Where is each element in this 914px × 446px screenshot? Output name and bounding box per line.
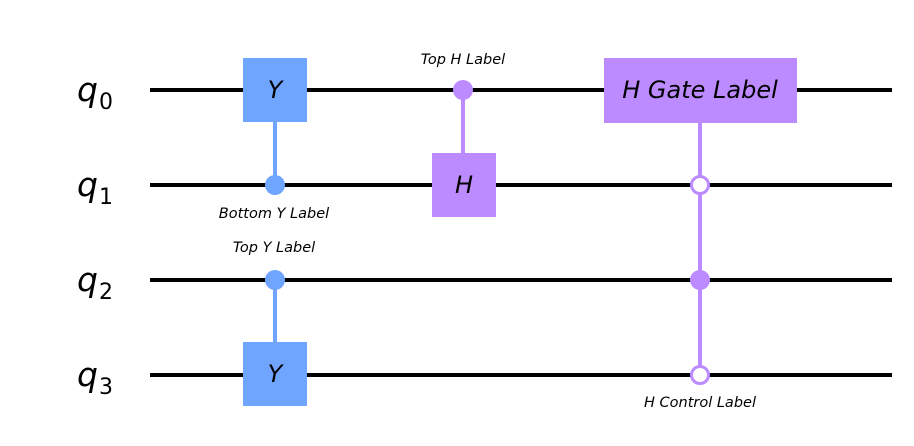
y-gate-label-2: Y — [268, 360, 285, 388]
qubit-label-q2: q2 — [77, 260, 113, 305]
y-gate-label-1: Y — [268, 76, 285, 104]
h-gate-box-1[interactable] — [432, 153, 496, 217]
mch-open-control-q1[interactable] — [690, 175, 710, 195]
cy1-control-dot[interactable] — [265, 175, 285, 195]
annotation-h-control: H Control Label — [644, 395, 756, 411]
annotation-bottom-y: Bottom Y Label — [219, 206, 329, 222]
y-gate-box-2[interactable] — [243, 342, 307, 406]
mch-closed-control-q2[interactable] — [690, 270, 710, 290]
annotation-top-h: Top H Label — [421, 52, 505, 68]
annotation-top-y: Top Y Label — [233, 240, 315, 256]
ch-control-dot[interactable] — [453, 80, 473, 100]
cy2-control-dot[interactable] — [265, 270, 285, 290]
y-gate-box-1[interactable] — [243, 58, 307, 122]
qubit-label-q1: q1 — [77, 165, 113, 210]
qubit-label-q0: q0 — [77, 70, 113, 115]
qubit-label-q3: q3 — [77, 355, 113, 400]
h-gate-label-2: H Gate Label — [622, 76, 778, 104]
h-gate-label-1: H — [455, 171, 473, 199]
mch-open-control-q3[interactable] — [690, 365, 710, 385]
h-gate-box-2[interactable] — [604, 58, 797, 123]
